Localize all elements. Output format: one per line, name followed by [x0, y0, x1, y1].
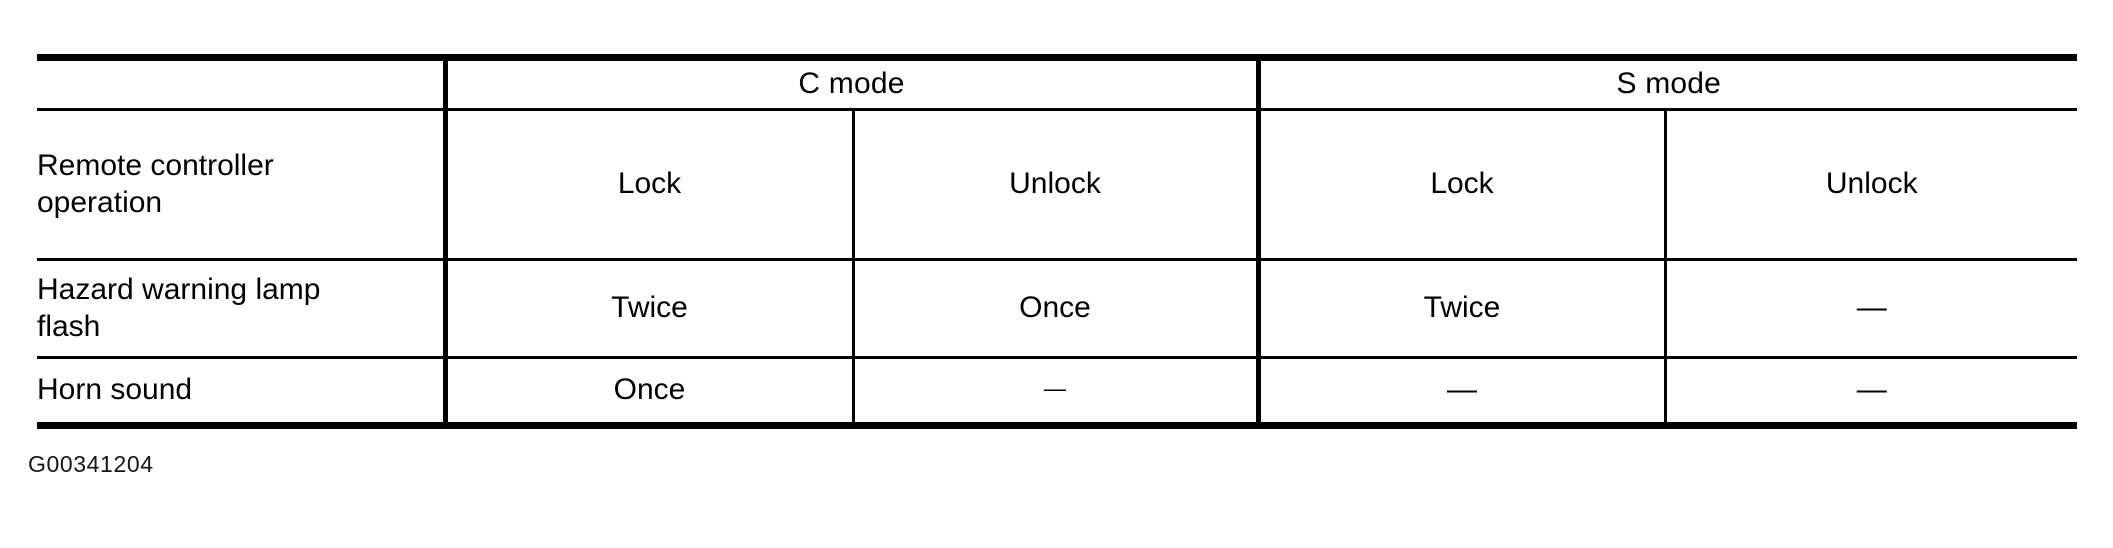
mode-header-s-mode: S mode — [1258, 54, 2077, 111]
cell-operation-c-mode-unlock-text: Unlock — [1009, 167, 1101, 201]
table-row-mode-header: C mode S mode — [37, 54, 2077, 111]
cell-hazard-c-mode-unlock-text: Once — [1019, 291, 1091, 325]
cell-operation-c-mode-lock: Lock — [445, 109, 855, 261]
figure-caption-id: G00341204 — [28, 451, 154, 477]
table-row-hazard-warning-lamp-flash: Hazard warning lamp flash Twice Once Twi… — [37, 259, 2077, 359]
row-header-remote-controller-operation: Remote controller operation — [37, 109, 448, 261]
cell-operation-c-mode-unlock: Unlock — [853, 109, 1261, 261]
row-header-hazard-warning-lamp-flash-label: Hazard warning lamp flash — [37, 272, 321, 343]
mode-header-c-mode: C mode — [445, 54, 1261, 111]
cell-horn-s-mode-unlock: — — [1665, 357, 2077, 429]
table-row-horn-sound: Horn sound Once — — — — [37, 357, 2077, 429]
mode-header-blank-cell — [37, 54, 448, 111]
cell-hazard-s-mode-unlock: — — [1665, 259, 2077, 359]
cell-horn-s-mode-unlock-text: — — [1856, 373, 1887, 407]
cell-hazard-c-mode-unlock: Once — [853, 259, 1261, 359]
cell-horn-c-mode-lock-text: Once — [613, 373, 686, 407]
row-header-remote-controller-operation-label: Remote controller operation — [37, 148, 274, 219]
cell-operation-s-mode-unlock-text: Unlock — [1825, 167, 1918, 201]
remote-controller-spec-table: C mode S mode Remote controller operatio… — [37, 54, 2077, 429]
spec-table-container: C mode S mode Remote controller operatio… — [37, 54, 2077, 429]
mode-header-s-mode-label: S mode — [1616, 67, 1722, 101]
cell-operation-s-mode-lock-text: Lock — [1430, 167, 1494, 201]
table-row-remote-controller-operation: Remote controller operation Lock Unlock … — [37, 109, 2077, 261]
row-header-horn-sound: Horn sound — [37, 357, 448, 429]
row-header-hazard-warning-lamp-flash: Hazard warning lamp flash — [37, 259, 448, 359]
cell-hazard-c-mode-lock-text: Twice — [611, 291, 688, 325]
row-header-horn-sound-label: Horn sound — [37, 373, 193, 407]
cell-hazard-s-mode-lock: Twice — [1258, 259, 1667, 359]
cell-hazard-s-mode-lock-text: Twice — [1423, 291, 1501, 325]
cell-operation-s-mode-lock: Lock — [1258, 109, 1667, 261]
cell-hazard-s-mode-unlock-text: — — [1856, 291, 1887, 325]
cell-horn-s-mode-lock: — — [1258, 357, 1667, 429]
mode-header-c-mode-label: C mode — [798, 67, 905, 101]
cell-operation-c-mode-lock-text: Lock — [617, 167, 682, 201]
cell-operation-s-mode-unlock: Unlock — [1665, 109, 2077, 261]
cell-horn-c-mode-unlock-text: — — [1044, 376, 1066, 402]
cell-horn-c-mode-lock: Once — [445, 357, 855, 429]
cell-horn-s-mode-lock-text: — — [1447, 373, 1477, 407]
cell-horn-c-mode-unlock: — — [853, 357, 1261, 429]
cell-hazard-c-mode-lock: Twice — [445, 259, 855, 359]
